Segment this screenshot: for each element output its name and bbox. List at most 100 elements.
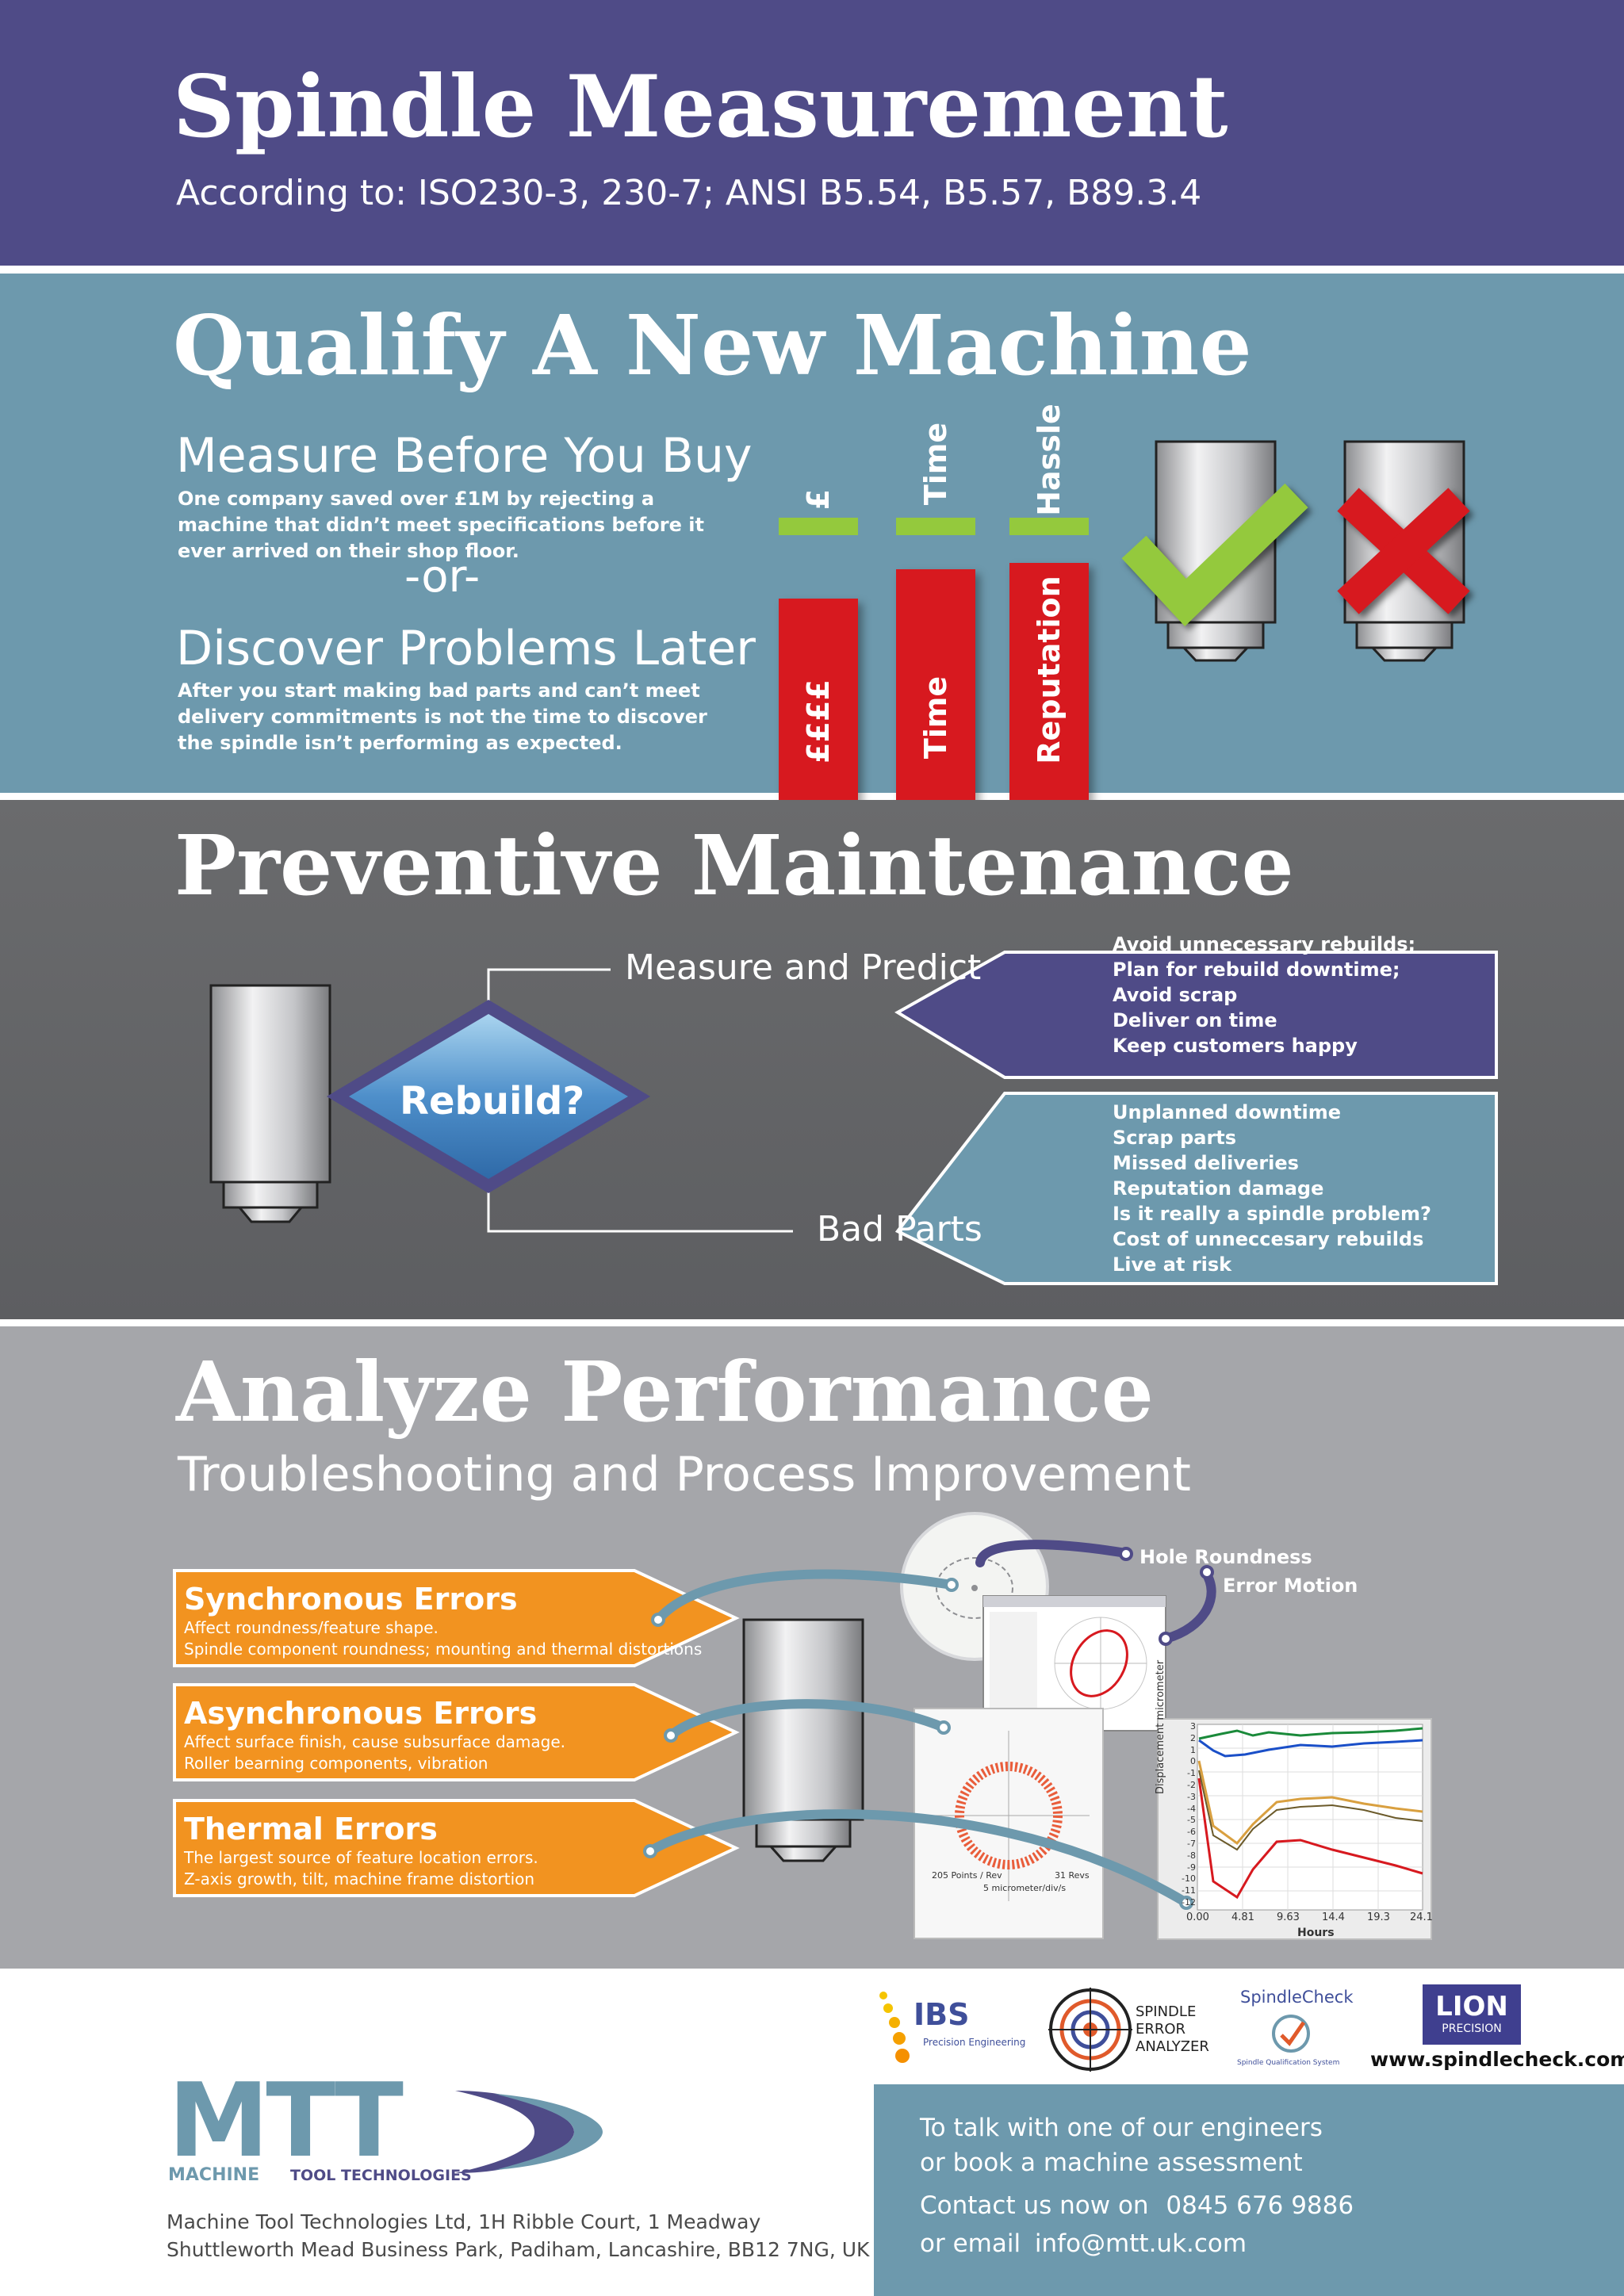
time-bottom-label: Time [918, 675, 953, 760]
brand-tool-technologies: TOOL TECHNOLOGIES [290, 2167, 472, 2184]
y-tick-label: -1 [1187, 1768, 1196, 1779]
consequence-item: Reputation damage [1113, 1177, 1324, 1200]
lion-tagline: PRECISION [1442, 2022, 1502, 2035]
lion-name: LION [1435, 1991, 1508, 2022]
thermal-errors-box [173, 1799, 740, 1897]
x-tick-label: 14.4 [1322, 1911, 1345, 1923]
x-tick-label: 0.00 [1186, 1911, 1209, 1923]
benefit-item: Plan for rebuild downtime; [1113, 959, 1400, 981]
sea-line: SPINDLE [1136, 2003, 1197, 2020]
synchronous-errors-line2: Spindle component roundness; mounting an… [184, 1640, 703, 1659]
spindle-cross-icon [1337, 440, 1470, 662]
y-tick-label: -9 [1187, 1862, 1196, 1873]
connector-arcs [645, 1540, 1216, 1908]
contact-line-2: or book a machine assessment [920, 2149, 1303, 2177]
synchronous-errors-box [173, 1569, 740, 1667]
spindlecheck-logo: SpindleCheck Spindle Qualification Syste… [1234, 1986, 1354, 2073]
y-tick-label: 3 [1190, 1721, 1196, 1732]
time-top-label: Time [918, 422, 953, 506]
consequence-item: Scrap parts [1113, 1127, 1237, 1149]
checkmark-badge-icon [1272, 2015, 1310, 2053]
consequences-box [894, 1092, 1498, 1285]
sea-line: ERROR [1136, 2021, 1186, 2038]
spindle-icon [209, 984, 331, 1223]
y-tick-label: 2 [1190, 1732, 1196, 1743]
page-title: Spindle Measurement [173, 57, 1228, 157]
y-tick-label: 1 [1190, 1744, 1196, 1755]
asynchronous-errors-line2: Roller bearning components, vibration [184, 1754, 488, 1773]
analyze-title: Analyze Performance [176, 1343, 1154, 1441]
hole-roundness-callout: Hole Roundness [1139, 1546, 1312, 1568]
connector-bottom [487, 1187, 793, 1233]
cost-bottom-label: ££££ [801, 679, 836, 763]
y-tick-label: -5 [1187, 1815, 1196, 1826]
ibs-name: IBS [914, 1997, 970, 2032]
lion-logo-box [1423, 1984, 1521, 2045]
benefits-list: Avoid unnecessary rebuilds; Plan for reb… [1113, 932, 1415, 1058]
reputation-bottom-label: Reputation [1032, 576, 1067, 764]
pass-fail-spindles [1121, 440, 1470, 662]
benefit-item: Deliver on time [1113, 1009, 1277, 1031]
ibs-dots-icon [879, 1992, 910, 2063]
lion-precision-logo: LION PRECISION [1423, 1984, 1521, 2045]
sea-wordmark: SPINDLE ERROR ANALYZER [1136, 2003, 1209, 2056]
mtt-logo: MTT MACHINE TOOL TECHNOLOGIES [168, 2062, 612, 2198]
contact-phone-row: Contact us now on 0845 676 9886 [920, 2187, 1354, 2224]
preventive-section: Preventive Maintenance [0, 800, 1624, 1319]
thermal-errors-line2: Z-axis growth, tilt, machine frame disto… [184, 1869, 535, 1888]
contact-phone[interactable]: 0845 676 9886 [1166, 2191, 1354, 2220]
brand-machine: MACHINE [168, 2165, 260, 2185]
thermal-chart-ylabel: Displacement micrometer [1155, 1659, 1166, 1794]
asynchronous-errors-box [173, 1683, 740, 1781]
x-tick-label: 4.81 [1231, 1911, 1254, 1923]
x-tick-label: 19.3 [1367, 1911, 1390, 1923]
analyze-diagram [173, 1512, 1432, 1940]
contact-box: To talk with one of our engineers or boo… [874, 2084, 1624, 2296]
thermal-errors-title: Thermal Errors [184, 1812, 438, 1846]
error-motion-callout: Error Motion [1223, 1575, 1358, 1597]
hassle-top-label: Hassle [1032, 404, 1067, 516]
connector-dot [936, 1720, 951, 1735]
consequence-item: Is it really a spindle problem? [1113, 1203, 1431, 1225]
discover-body: After you start making bad parts and can… [178, 679, 707, 754]
ibs-logo: IBS Precision Engineering [875, 1986, 1025, 2065]
analyze-subtitle: Troubleshooting and Process Improvement [178, 1447, 1191, 1502]
contact-email[interactable]: info@mtt.uk.com [1034, 2229, 1247, 2258]
spindle-error-analyzer-logo: SPINDLE ERROR ANALYZER [1047, 1986, 1209, 2073]
footer-section: IBS Precision Engineering SPINDLE ERROR … [0, 1969, 1624, 2296]
consequence-item: Missed deliveries [1113, 1152, 1299, 1174]
standards-subtitle: According to: ISO230-3, 230-7; ANSI B5.5… [176, 173, 1202, 213]
callout-dot [1159, 1632, 1173, 1646]
address-line-2: Shuttleworth Mead Business Park, Padiham… [167, 2238, 870, 2261]
discover-heading: Discover Problems Later [176, 621, 756, 676]
cost-top-label: £ [801, 488, 836, 511]
consequences-list: Unplanned downtime Scrap parts Missed de… [1113, 1100, 1431, 1277]
spindlecheck-name: SpindleCheck [1240, 1988, 1354, 2007]
thermal-errors-line1: The largest source of feature location e… [184, 1848, 538, 1867]
synchronous-errors-line1: Affect roundness/feature shape. [184, 1618, 439, 1637]
swoosh-icon [455, 2091, 603, 2173]
async-plot-left-label: 205 Points / Rev [932, 1870, 1002, 1881]
measure-body: One company saved over £1M by rejecting … [178, 488, 704, 562]
benefits-box [894, 951, 1498, 1079]
mtt-letters: MTT [168, 2062, 404, 2180]
y-tick-label: -3 [1187, 1791, 1196, 1802]
async-plot-right-label: 31 Revs [1055, 1870, 1090, 1881]
spindlecheck-tagline: Spindle Qualification System [1237, 2059, 1340, 2067]
spindle-check-icon [1121, 440, 1308, 662]
contact-phone-prefix: Contact us now on [920, 2191, 1149, 2220]
y-tick-label: -10 [1182, 1873, 1196, 1885]
y-tick-label: -12 [1182, 1896, 1196, 1908]
cost-green-marker [779, 518, 858, 535]
qualify-title: Qualify A New Machine [173, 297, 1252, 394]
x-tick-label: 24.1 [1410, 1911, 1433, 1923]
website-link[interactable]: www.spindlecheck.com [1370, 2048, 1624, 2071]
decision-label: Rebuild? [400, 1079, 585, 1123]
y-tick-label: -8 [1187, 1850, 1196, 1861]
sea-line: ANALYZER [1136, 2038, 1209, 2055]
analyze-section: Analyze Performance Troubleshooting and … [0, 1326, 1624, 1969]
consequence-item: Unplanned downtime [1113, 1101, 1342, 1123]
contact-line-1: To talk with one of our engineers [920, 2114, 1323, 2142]
connector-dot [643, 1844, 657, 1858]
measure-predict-label: Measure and Predict [625, 947, 982, 988]
